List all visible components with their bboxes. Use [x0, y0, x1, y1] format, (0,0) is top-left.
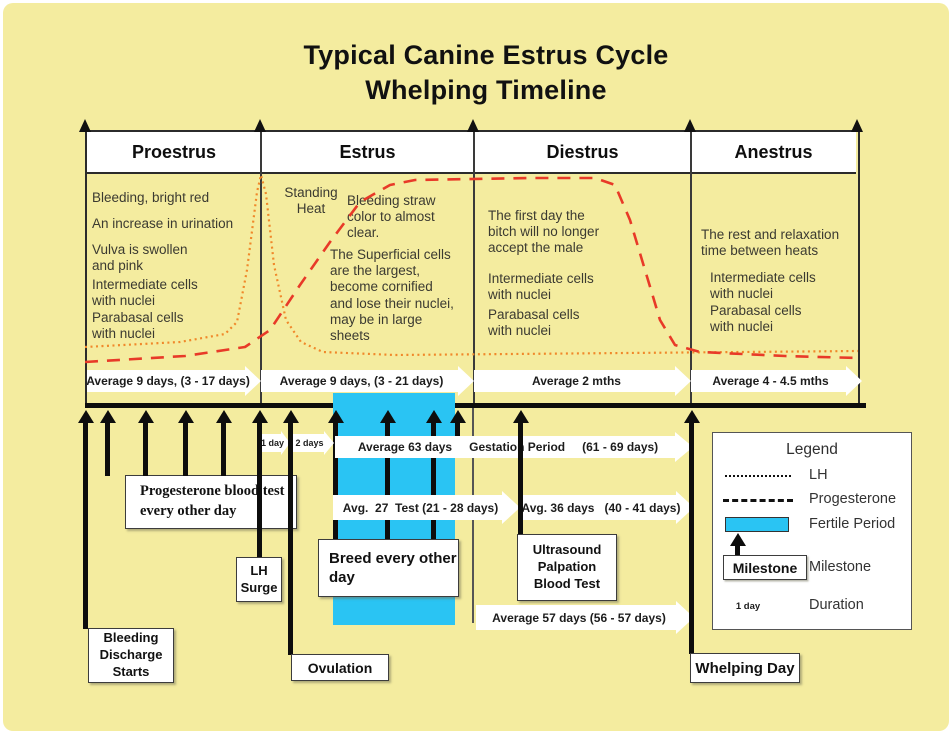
- milestone-arrow: [137, 410, 154, 476]
- diestrus-duration-label: Average 2 mths: [532, 374, 621, 388]
- legend-fertile-label: Fertile Period: [809, 516, 896, 532]
- milestone-arrowhead-icon: [449, 410, 466, 423]
- diestrus-note: The first day the bitch will no longer a…: [488, 208, 600, 256]
- phase-divider: [473, 130, 475, 403]
- legend-title: Legend: [786, 441, 838, 458]
- test-period-label: Avg. 27 Test (21 - 28 days): [342, 500, 499, 515]
- fertile-period-swatch-icon: [725, 517, 789, 532]
- milestone-arrowhead-icon: [512, 410, 529, 423]
- title-line-1: Typical Canine Estrus Cycle: [303, 40, 669, 70]
- bleeding-start-box: Bleeding Discharge Starts: [88, 628, 174, 683]
- phase-header-proestrus: Proestrus: [131, 141, 217, 162]
- legend-duration-label: Duration: [809, 597, 864, 613]
- milestone-arrow: [327, 410, 344, 540]
- progesterone-test-box: Progesterone blood test every other day: [125, 475, 297, 529]
- ultrasound-period-arrow: Avg. 36 days (40 - 41 days): [520, 491, 694, 524]
- legend-milestone-label: Milestone: [809, 559, 872, 575]
- breed-box: Breed every other day: [318, 539, 459, 597]
- anestrus-note: Parabasal cells with nuclei: [710, 303, 802, 335]
- progesterone-dashed-line-icon: [723, 499, 793, 502]
- two-days-label: 2 days: [295, 438, 324, 448]
- avg57-days-arrow: Average 57 days (56 - 57 days): [476, 601, 694, 634]
- milestone-arrow-ultrasound: [512, 410, 529, 535]
- phase-header-diestrus: Diestrus: [546, 141, 619, 162]
- two-days-arrow: 2 days: [293, 431, 334, 455]
- milestone-arrowhead-icon: [327, 410, 344, 423]
- phase-divider: [690, 130, 692, 403]
- proestrus-note: An increase in urination: [92, 216, 234, 231]
- legend: Legend LH Progesterone Fertile Period Mi…: [712, 432, 912, 630]
- one-day-label: 1 day: [261, 438, 285, 448]
- milestone-arrowhead-icon: [137, 410, 154, 423]
- phase-header-row: Proestrus Estrus Diestrus Anestrus: [87, 132, 856, 174]
- title-line-2: Whelping Timeline: [365, 74, 607, 105]
- phase-divider: [260, 130, 262, 403]
- anestrus-note: The rest and relaxation time between hea…: [701, 227, 840, 259]
- milestone-arrow-whelping: [683, 410, 700, 654]
- estrus-note-standing-heat: Standing Heat: [284, 185, 338, 217]
- ovulation-box: Ovulation: [291, 654, 389, 681]
- milestone-arrow-lh-surge: [251, 410, 268, 558]
- axis-up-arrow-icon: [851, 119, 863, 132]
- proestrus-note: Intermediate cells with nuclei: [92, 277, 198, 309]
- proestrus-note: Vulva is swollen and pink: [92, 242, 188, 274]
- estrus-duration-label: Average 9 days, (3 - 21 days): [279, 374, 444, 388]
- anestrus-note: Intermediate cells with nuclei: [710, 270, 816, 302]
- milestone-arrow-bleeding: [77, 410, 94, 629]
- phase-header-estrus: Estrus: [339, 141, 396, 162]
- milestone-arrow: [177, 410, 194, 476]
- axis-up-arrow-icon: [79, 119, 91, 132]
- estrus-duration-arrow: Average 9 days, (3 - 21 days): [261, 366, 474, 396]
- proestrus-duration-label: Average 9 days, (3 - 17 days): [86, 374, 250, 388]
- gestation-avg-label: Average 63 days: [357, 440, 453, 454]
- diestrus-note: Parabasal cells with nuclei: [488, 307, 580, 339]
- avg57-days-label: Average 57 days (56 - 57 days): [492, 610, 666, 625]
- axis-up-arrow-icon: [467, 119, 479, 132]
- milestone-arrow: [425, 410, 442, 540]
- anestrus-duration-arrow: Average 4 - 4.5 mths: [691, 366, 862, 396]
- milestone-arrow: [99, 410, 116, 476]
- diestrus-duration-arrow: Average 2 mths: [474, 366, 691, 396]
- legend-progesterone-label: Progesterone: [809, 491, 897, 507]
- milestone-arrowhead-icon: [215, 410, 232, 423]
- milestone-arrowhead-icon: [77, 410, 94, 423]
- legend-milestone-box: Milestone: [723, 555, 807, 580]
- milestone-arrowhead-icon: [683, 410, 700, 423]
- milestone-arrowhead-icon: [425, 410, 442, 423]
- milestone-arrow-icon: [729, 533, 746, 557]
- whelping-day-box: Whelping Day: [690, 653, 800, 683]
- milestone-arrowhead-icon: [99, 410, 116, 423]
- axis-up-arrow-icon: [254, 119, 266, 132]
- gestation-label: Gestation Period: [469, 440, 566, 454]
- timeline-axis: [85, 403, 866, 408]
- gestation-period-arrow: Average 63 days Gestation Period (61 - 6…: [335, 432, 693, 462]
- gestation-range-label: (61 - 69 days): [582, 440, 659, 454]
- phase-header-anestrus: Anestrus: [734, 141, 813, 162]
- legend-duration-box-label: 1 day: [735, 600, 761, 612]
- proestrus-note: Bleeding, bright red: [92, 190, 210, 205]
- lh-dotted-line-icon: [725, 475, 791, 477]
- diestrus-note: Intermediate cells with nuclei: [488, 271, 594, 303]
- axis-up-arrow-icon: [684, 119, 696, 132]
- milestone-arrowhead-icon: [379, 410, 396, 423]
- estrus-note: The Superficial cells are the largest, b…: [330, 247, 454, 343]
- milestone-arrow: [215, 410, 232, 476]
- page-title: Typical Canine Estrus Cycle Whelping Tim…: [30, 38, 942, 107]
- milestone-arrowhead-icon: [177, 410, 194, 423]
- duration-arrow-icon: 1 day: [729, 585, 777, 627]
- milestone-arrow-ovulation: [282, 410, 299, 655]
- ultrasound-period-label: Avg. 36 days (40 - 41 days): [521, 500, 681, 515]
- milestone-arrowhead-icon: [282, 410, 299, 423]
- estrus-note: Bleeding straw color to almost clear.: [347, 193, 436, 241]
- proestrus-note: Parabasal cells with nuclei: [92, 310, 184, 342]
- legend-lh-label: LH: [809, 467, 828, 483]
- proestrus-duration-arrow: Average 9 days, (3 - 17 days): [87, 366, 261, 396]
- test-period-arrow: Avg. 27 Test (21 - 28 days): [333, 491, 520, 524]
- ultrasound-box: Ultrasound Palpation Blood Test: [517, 534, 617, 601]
- lh-surge-box: LH Surge: [236, 557, 282, 602]
- milestone-arrow: [379, 410, 396, 540]
- milestone-arrowhead-icon: [251, 410, 268, 423]
- anestrus-duration-label: Average 4 - 4.5 mths: [712, 374, 829, 388]
